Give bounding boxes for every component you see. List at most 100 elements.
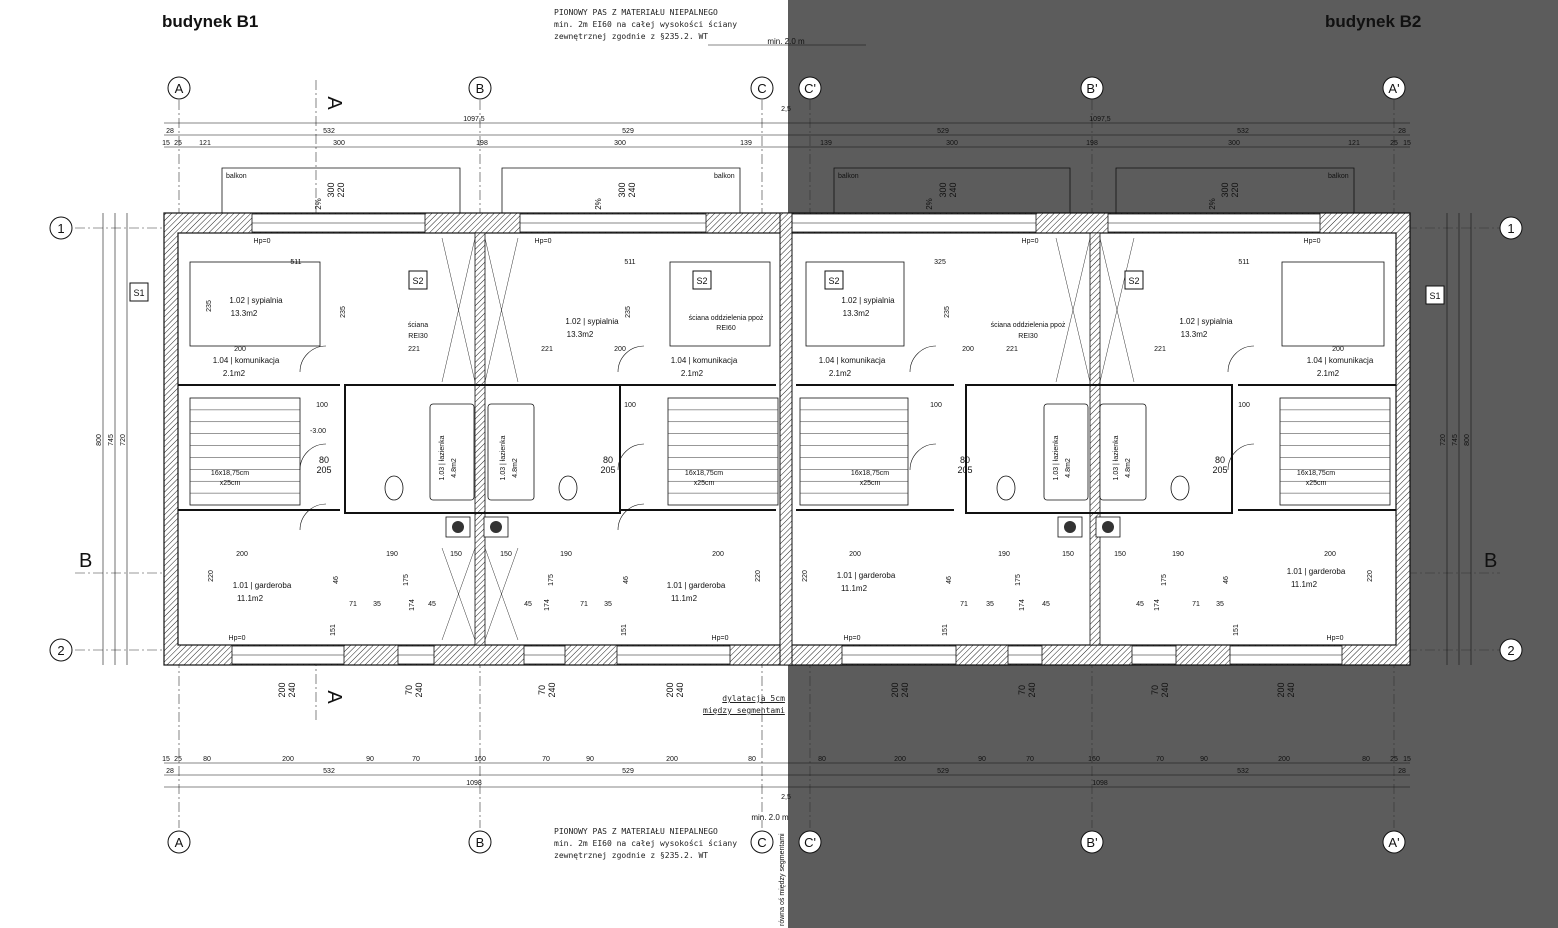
staircase-0 bbox=[189, 397, 301, 506]
stairs-label: x25cm bbox=[694, 480, 715, 487]
shaft-0 bbox=[441, 237, 476, 383]
axis-bubble-3-1 bbox=[798, 830, 822, 854]
shaft-diag bbox=[1055, 237, 1091, 383]
axis-bubble-1-0 bbox=[468, 76, 492, 100]
room-label: 1.01 | garderoba bbox=[233, 581, 292, 590]
dim-segment-top: 532 bbox=[323, 128, 335, 135]
balcony-0 bbox=[221, 167, 461, 213]
inner-dim: 100 bbox=[316, 402, 328, 409]
inner-dim: 46 bbox=[946, 576, 953, 584]
inner-dim: 200 bbox=[1324, 551, 1336, 558]
dim-min-bottom: min. 2.0 m bbox=[751, 813, 789, 822]
staircase-1 bbox=[667, 397, 779, 506]
inner-dim: 511 bbox=[624, 259, 635, 266]
symbol-box-0 bbox=[129, 282, 149, 302]
wall-sep-label: ściana oddzielenia ppoż bbox=[991, 322, 1066, 329]
toilet-0 bbox=[384, 475, 404, 501]
door-dim: 80 bbox=[1215, 455, 1225, 465]
window-dim: 200 bbox=[1276, 682, 1286, 697]
inner-dim: 175 bbox=[548, 574, 555, 586]
stairs-label: 16x18,75cm bbox=[851, 470, 889, 477]
dim-detail-top: 198 bbox=[1086, 140, 1098, 147]
axis-label: B' bbox=[1086, 835, 1097, 850]
axis-bubble-0-0 bbox=[167, 76, 191, 100]
inner-dim: 46 bbox=[1223, 576, 1230, 584]
bathroom-block-1 bbox=[965, 384, 1233, 514]
note-line: min. 2m EI60 na całej wysokości ściany bbox=[554, 839, 738, 848]
hp-label: Hp=0 bbox=[1327, 635, 1344, 642]
axis-label: C bbox=[757, 81, 766, 96]
dim-detail-bottom: 160 bbox=[1088, 756, 1100, 763]
window-dim: 200 bbox=[277, 682, 287, 697]
room-area: 4.8m2 bbox=[1125, 458, 1132, 478]
axis-label: A bbox=[175, 835, 184, 850]
axis-bubble-2-1 bbox=[750, 830, 774, 854]
wall-sep-label: REI60 bbox=[716, 325, 736, 332]
room-area: 13.3m2 bbox=[231, 309, 258, 318]
inner-dim: 200 bbox=[236, 551, 248, 558]
room-label: 1.03 | łazienka bbox=[1113, 435, 1120, 480]
stair-outline bbox=[1279, 397, 1391, 506]
stairs-label: x25cm bbox=[1306, 480, 1327, 487]
chimney-flue-0 bbox=[452, 521, 464, 533]
dim-detail-top: 139 bbox=[820, 140, 832, 147]
room-area: 11.1m2 bbox=[671, 594, 698, 603]
stairs-label: x25cm bbox=[860, 480, 881, 487]
shaft-1 bbox=[484, 237, 519, 383]
dim-gap-top: 2,5 bbox=[781, 106, 791, 113]
stair-outline bbox=[799, 397, 909, 506]
internal-wall-0 bbox=[474, 232, 486, 646]
window-dim: 240 bbox=[627, 182, 637, 197]
door-swing-6 bbox=[909, 345, 937, 373]
dim-detail-bottom: 80 bbox=[203, 756, 211, 763]
note-line: zewnętrznej zgodnie z §235.2. WT bbox=[554, 851, 709, 860]
toilet-1 bbox=[558, 475, 578, 501]
room-label: 1.04 | komunikacja bbox=[671, 356, 738, 365]
inner-dim: 46 bbox=[623, 576, 630, 584]
dim-detail-bottom: 80 bbox=[818, 756, 826, 763]
window-dim: 220 bbox=[1230, 182, 1240, 197]
room-label: 1.02 | sypialnia bbox=[841, 296, 895, 305]
inner-dim: 175 bbox=[1015, 574, 1022, 586]
inner-dim: 150 bbox=[450, 551, 462, 558]
dim-side-left: 800 bbox=[96, 434, 103, 446]
axis-label: A' bbox=[1388, 81, 1399, 96]
window-dim: 240 bbox=[1286, 682, 1296, 697]
bathtub-3 bbox=[1099, 403, 1147, 501]
door-dim: 80 bbox=[960, 455, 970, 465]
toilet-3 bbox=[1170, 475, 1190, 501]
chimney-flue-3 bbox=[1102, 521, 1114, 533]
dim-segment-top: 28 bbox=[1398, 128, 1406, 135]
dim-segment-top: 529 bbox=[937, 128, 949, 135]
axis-label: A bbox=[175, 81, 184, 96]
door-dim: 205 bbox=[957, 465, 972, 475]
inner-dim: 325 bbox=[934, 259, 946, 266]
window-dim: 200 bbox=[890, 682, 900, 697]
door-swing-1 bbox=[617, 345, 645, 373]
inner-dim: 174 bbox=[1019, 599, 1026, 611]
hp-label: Hp=0 bbox=[712, 635, 729, 642]
window-dim: 300 bbox=[938, 182, 948, 197]
door-dim: 205 bbox=[316, 465, 331, 475]
inner-dim: 200 bbox=[849, 551, 861, 558]
shaft-diag bbox=[1099, 237, 1135, 383]
inner-dim: 151 bbox=[330, 624, 337, 636]
slope-label: 2% bbox=[1208, 198, 1217, 210]
dim-detail-bottom: 90 bbox=[366, 756, 374, 763]
dim-segment-bottom: 532 bbox=[1237, 768, 1249, 775]
door-swing-0 bbox=[299, 345, 327, 373]
inner-dim: 45 bbox=[1136, 601, 1144, 608]
inner-dim: 220 bbox=[755, 570, 762, 582]
dim-overall-bottom: 1098 bbox=[1092, 780, 1108, 787]
inner-dim: 200 bbox=[712, 551, 724, 558]
dilatation-note: dylatacja 5cm między segmentami bbox=[703, 693, 785, 717]
dim-detail-top: 25 bbox=[174, 140, 182, 147]
window-dim: 240 bbox=[547, 682, 557, 697]
dim-segment-bottom: 28 bbox=[166, 768, 174, 775]
stairs-label: 16x18,75cm bbox=[1297, 470, 1335, 477]
door-swing-2 bbox=[299, 443, 327, 471]
party-wall bbox=[779, 212, 793, 666]
axis-bubble-2-0 bbox=[750, 76, 774, 100]
title-building-b1: budynek B1 bbox=[162, 12, 259, 31]
inner-dim: 175 bbox=[403, 574, 410, 586]
